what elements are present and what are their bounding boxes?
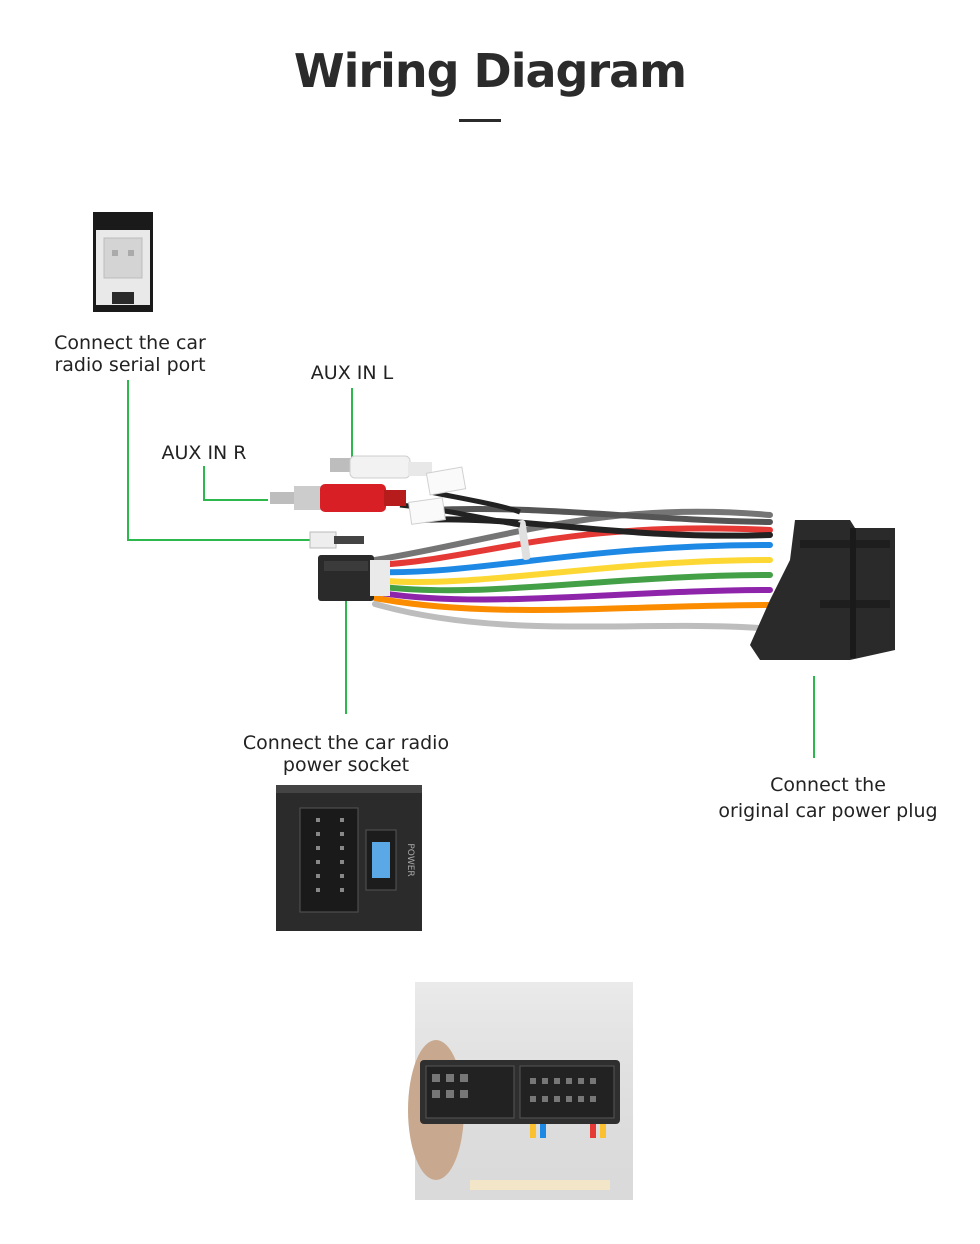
serial-port-label: Connect the car radio serial port [54, 332, 206, 376]
page-title: Wiring Diagram [293, 44, 687, 98]
leader-aux-r [203, 466, 268, 501]
power-socket-plug [318, 555, 390, 601]
aux-r-plug [270, 484, 521, 528]
power-plug-label: Connect the original car power plug [718, 774, 938, 822]
socket-mark-text: POWER [405, 843, 415, 876]
main-power-connector [750, 520, 895, 660]
power-socket-label: Connect the car radio power socket [242, 732, 450, 776]
car-plug-photo [408, 982, 633, 1200]
aux-l-plug [330, 455, 521, 515]
title-divider [459, 119, 501, 122]
power-socket-photo: POWER [276, 785, 422, 931]
harness-illustration [270, 455, 895, 660]
aux-in-l-label: AUX IN L [310, 362, 394, 384]
serial-plug [309, 531, 364, 549]
leader-lines [127, 380, 815, 758]
aux-in-r-label: AUX IN R [161, 442, 247, 464]
serial-port-photo [93, 212, 153, 312]
leader-serial-port [127, 380, 310, 541]
